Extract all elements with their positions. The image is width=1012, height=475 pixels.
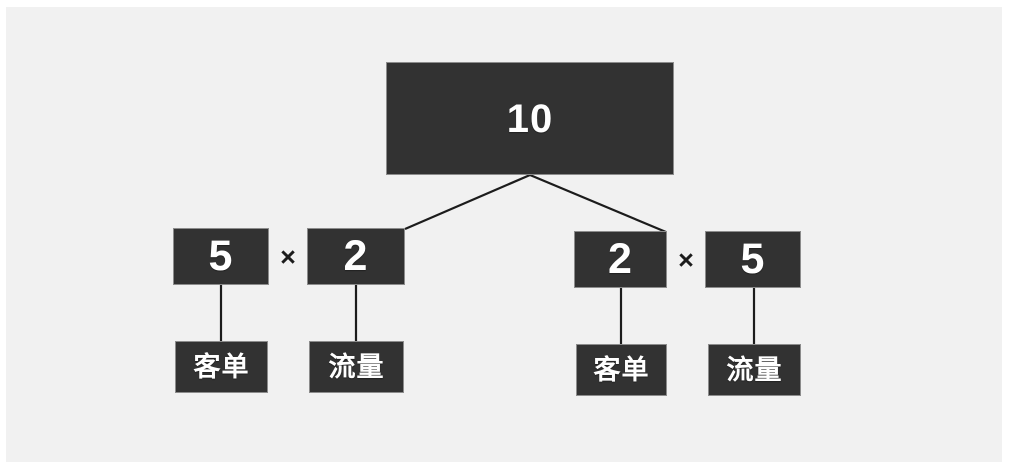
left-factor1-label: 客单 <box>193 351 250 382</box>
right-factor2-node: 5 <box>705 231 801 288</box>
left-factor2-label-node: 流量 <box>309 341 404 393</box>
right-factor2-label: 流量 <box>726 354 783 385</box>
left-factor2-label: 流量 <box>328 351 385 382</box>
connector-root-to-right-branch <box>529 173 667 234</box>
root-node-value: 10 <box>506 96 554 141</box>
diagram-canvas: 10 5 × 2 客单 流量 2 × 5 客单 流量 <box>6 7 1002 462</box>
left-factor1-node: 5 <box>173 228 269 285</box>
left-factor2-value: 2 <box>343 232 369 280</box>
root-node: 10 <box>386 62 674 175</box>
left-multiply-operator: × <box>280 241 296 272</box>
right-factor1-label: 客单 <box>593 354 650 385</box>
connector-root-to-left-branch <box>404 173 531 231</box>
right-factor1-label-node: 客单 <box>576 344 667 396</box>
right-factor2-label-node: 流量 <box>708 344 801 396</box>
left-factor1-label-node: 客单 <box>175 341 268 393</box>
right-multiply-operator: × <box>678 244 694 275</box>
left-factor1-value: 5 <box>208 232 234 280</box>
left-factor2-node: 2 <box>307 228 405 285</box>
right-factor2-value: 5 <box>740 235 766 283</box>
right-factor1-value: 2 <box>608 235 633 283</box>
right-factor1-node: 2 <box>574 231 667 288</box>
